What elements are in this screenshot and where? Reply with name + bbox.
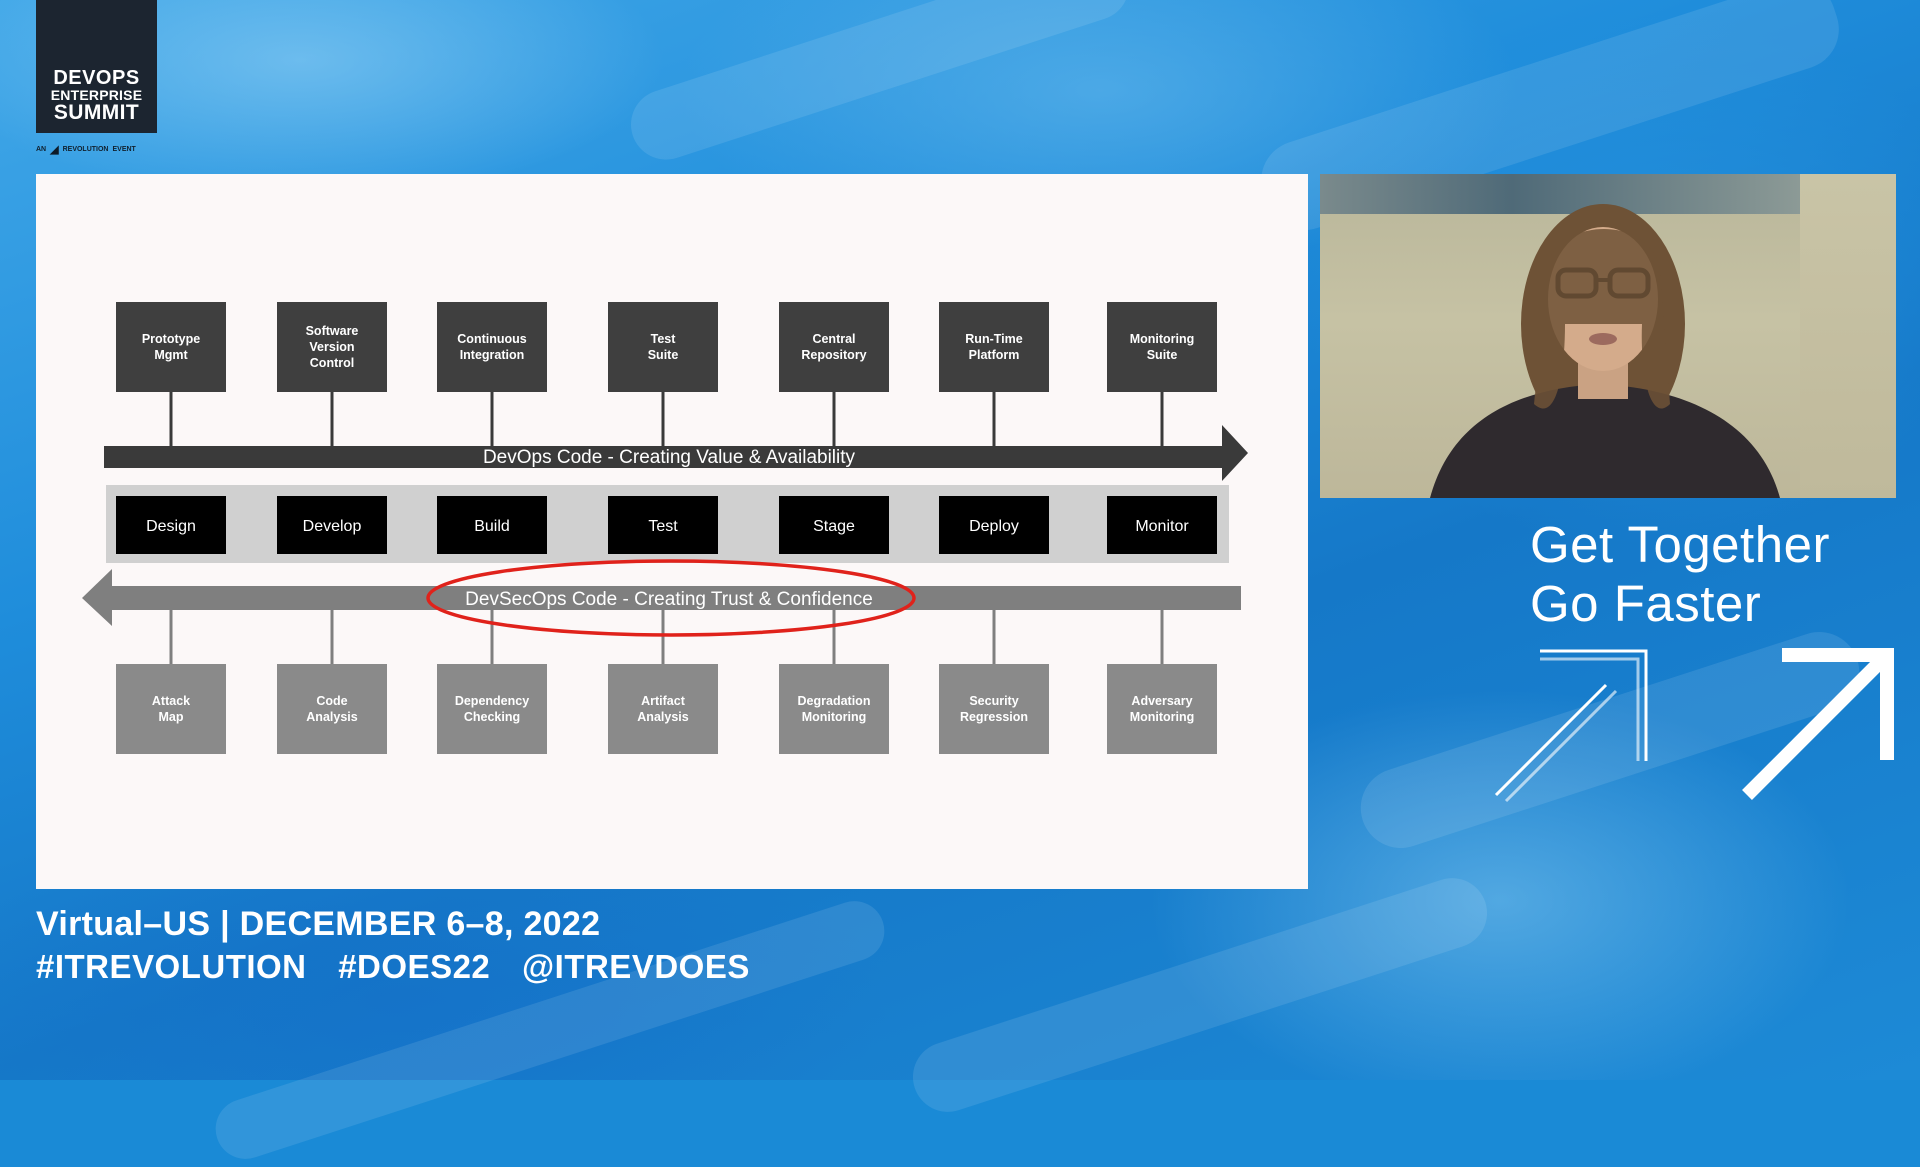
- hashtag-does22: #DOES22: [338, 948, 490, 985]
- stage-label: Stage: [813, 518, 855, 535]
- stage-label: Deploy: [969, 518, 1019, 535]
- devops-bar-label: DevOps Code - Creating Value & Availabil…: [483, 447, 856, 468]
- logo-line1: DEVOPS: [53, 68, 139, 88]
- top-tool-label: Run-Time: [965, 332, 1022, 346]
- bottom-tool-label: Attack: [152, 694, 190, 708]
- bottom-tool-box: [779, 664, 889, 754]
- bottom-tool-label: Regression: [960, 710, 1028, 724]
- top-tool-label: Version: [309, 340, 354, 354]
- top-tool-box: [116, 302, 226, 392]
- bottom-tool-label: Map: [159, 710, 184, 724]
- top-tool-label: Prototype: [142, 332, 200, 346]
- bottom-tool-box: [939, 664, 1049, 754]
- top-tool-label: Software: [306, 324, 359, 338]
- logo-line2: ENTERPRISE: [51, 88, 142, 102]
- top-tool-label: Continuous: [457, 332, 526, 346]
- top-tool-label: Integration: [460, 348, 525, 362]
- bottom-tool-box: [608, 664, 718, 754]
- summit-logo: DEVOPS ENTERPRISE SUMMIT: [36, 0, 157, 133]
- event-hashtags: #ITREVOLUTION #DOES22 @ITREVDOES: [36, 948, 772, 986]
- top-tool-label: Central: [812, 332, 855, 346]
- stage-label: Develop: [303, 518, 362, 535]
- event-dates: Virtual–US | DECEMBER 6–8, 2022: [36, 905, 600, 944]
- event-tagline: Get Together Go Faster: [1530, 515, 1900, 633]
- logo-subtitle: AN ◢ REVOLUTION EVENT: [36, 141, 161, 157]
- top-tool-box: [1107, 302, 1217, 392]
- tagline-line2: Go Faster: [1530, 574, 1900, 633]
- logo-line3: SUMMIT: [54, 102, 139, 123]
- bottom-tool-box: [277, 664, 387, 754]
- presentation-slide: DevOps Code - Creating Value & Availabil…: [36, 174, 1308, 889]
- top-tool-label: Repository: [801, 348, 866, 362]
- top-tool-box: [779, 302, 889, 392]
- bottom-tool-label: Dependency: [455, 694, 529, 708]
- top-tool-label: Mgmt: [154, 348, 188, 362]
- logo-sub-suffix: EVENT: [112, 146, 135, 153]
- top-tool-box: [608, 302, 718, 392]
- revolution-mark-icon: ◢: [50, 143, 58, 156]
- speaker-figure: [1320, 174, 1896, 498]
- bottom-tool-label: Analysis: [306, 710, 357, 724]
- top-tool-label: Monitoring: [1130, 332, 1195, 346]
- top-tool-label: Suite: [648, 348, 679, 362]
- devsecops-bar-label: DevSecOps Code - Creating Trust & Confid…: [465, 589, 873, 610]
- tagline-line1: Get Together: [1530, 515, 1900, 574]
- bottom-tool-box: [116, 664, 226, 754]
- stage-label: Design: [146, 518, 196, 535]
- bottom-tool-box: [1107, 664, 1217, 754]
- bottom-tool-label: Checking: [464, 710, 520, 724]
- logo-sub-prefix: AN: [36, 146, 46, 153]
- twitter-handle: @ITREVDOES: [522, 948, 750, 985]
- bottom-tool-label: Analysis: [637, 710, 688, 724]
- bottom-tool-label: Monitoring: [1130, 710, 1195, 724]
- top-tool-label: Suite: [1147, 348, 1178, 362]
- top-tool-box: [437, 302, 547, 392]
- stage-label: Monitor: [1135, 518, 1189, 535]
- speaker-video: [1320, 174, 1896, 498]
- tagline-arrows: [1490, 645, 1910, 805]
- outline-arrow-up-right-icon: [1496, 651, 1646, 801]
- top-tool-label: Platform: [969, 348, 1020, 362]
- devops-devsecops-diagram: DevOps Code - Creating Value & Availabil…: [36, 174, 1308, 889]
- bottom-tool-label: Code: [316, 694, 347, 708]
- logo-sub-brand: REVOLUTION: [63, 146, 109, 153]
- top-tool-box: [939, 302, 1049, 392]
- stage-label: Build: [474, 518, 510, 535]
- bottom-tool-label: Adversary: [1131, 694, 1192, 708]
- top-tool-label: Control: [310, 356, 354, 370]
- bottom-tool-box: [437, 664, 547, 754]
- hashtag-itrevolution: #ITREVOLUTION: [36, 948, 307, 985]
- bottom-tool-label: Artifact: [641, 694, 686, 708]
- arrow-up-right-icon: [1747, 655, 1887, 795]
- bottom-tool-label: Monitoring: [802, 710, 867, 724]
- top-tool-label: Test: [651, 332, 677, 346]
- bottom-tool-label: Degradation: [798, 694, 871, 708]
- stage-label: Test: [648, 518, 678, 535]
- bottom-tool-label: Security: [969, 694, 1018, 708]
